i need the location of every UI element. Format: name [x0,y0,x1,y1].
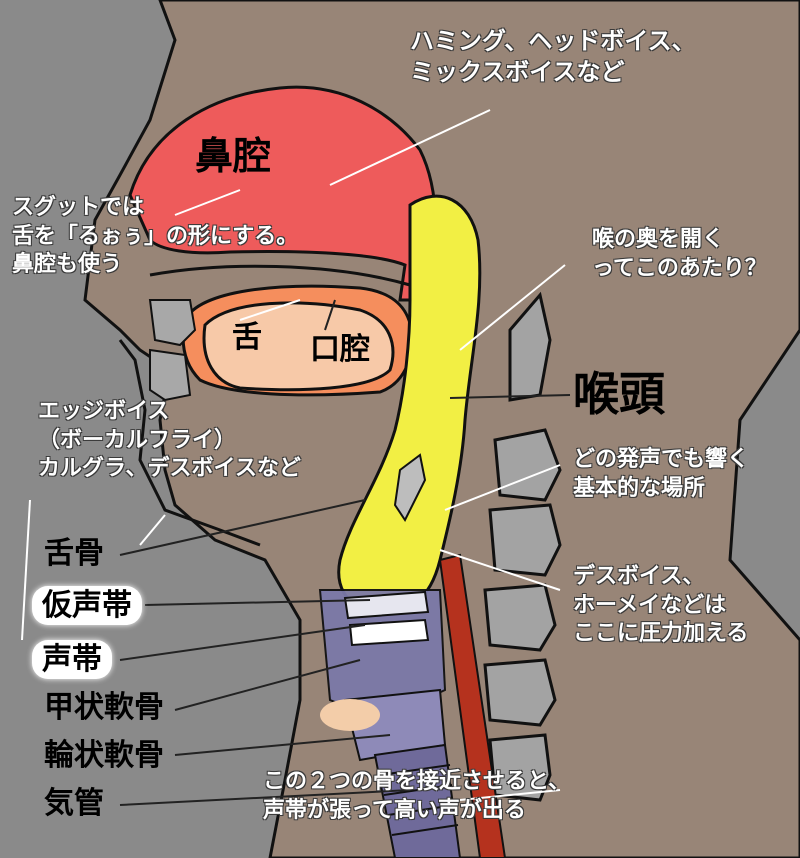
label-vocal-folds: 声帯 [32,640,112,679]
note-vocal-fry-line1: エッジボイス [38,399,170,424]
jaw-outline [118,339,261,547]
note-vocal-fry-line3: カルグラ、デスボイスなど [38,456,301,482]
label-hyoid: 舌骨 [44,536,104,571]
note-pressure-line2: ホーメイなどは [573,592,727,618]
note-throat-open: 喉の奥を開く ってこのあたり？ [592,226,767,283]
note-sgut-line1: スグットでは [12,195,145,220]
note-throat-open-line2: ってこのあたり？ [592,255,767,281]
label-false-vocal-folds: 仮声帯 [32,586,142,625]
epiglottis [393,453,427,522]
note-larynx-resonance-line1: どの発声でも響く [573,447,750,472]
label-larynx: 喉頭 [573,367,665,421]
label-thyroid-cartilage: 甲状軟骨 [44,690,164,725]
note-pressure: デスボイス、 ホーメイなどは ここに圧力加える [573,563,748,649]
note-nasal-uses-line2: ミックスボイスなど [410,58,625,87]
note-larynx-resonance-line2: 基本的な場所 [573,475,706,501]
label-trachea: 気管 [44,786,104,821]
note-vocal-fry: エッジボイス （ボーカルフライ） カルグラ、デスボイスなど [38,398,301,484]
note-sgut-line3: 鼻腔も使う [12,252,123,278]
note-throat-open-line1: 喉の奥を開く [592,227,725,252]
lower-teeth [149,348,192,402]
note-pressure-line3: ここに圧力加える [573,621,749,647]
note-pressure-line1: デスボイス、 [573,564,705,589]
note-sgut-line2: 舌を「るぉぅ」の形にする。 [12,223,299,249]
cervical-spine [483,291,562,802]
label-cricoid-cartilage: 輪状軟骨 [44,738,164,773]
label-nasal-cavity: 鼻腔 [195,134,272,178]
note-sgut: スグットでは 舌を「るぉぅ」の形にする。 鼻腔も使う [12,194,298,280]
note-cartilage-line1: この２つの骨を接近させると、 [263,769,571,794]
trachea-shape [373,743,462,858]
artery [438,553,507,858]
note-vocal-fry-line2: （ボーカルフライ） [38,427,237,453]
label-tongue: 舌 [232,320,262,355]
upper-teeth [148,299,197,347]
leader-lines-dark [119,299,571,806]
vocal-fold-band-2 [348,618,430,647]
thyroid-gland [320,699,380,731]
note-nasal-uses: ハミング、ヘッドボイス、 ミックスボイスなど [410,26,696,88]
palate-line [149,264,411,287]
note-cartilage: この２つの骨を接近させると、 声帯が張って高い声が出る [263,768,570,825]
label-oral-cavity: 口腔 [310,332,370,367]
note-larynx-resonance: どの発声でも響く 基本的な場所 [573,446,749,503]
vocal-fold-band [343,590,430,620]
note-cartilage-line2: 声帯が張って高い声が出る [263,797,526,823]
note-nasal-uses-line1: ハミング、ヘッドボイス、 [410,27,696,55]
leader-lines [21,109,566,801]
